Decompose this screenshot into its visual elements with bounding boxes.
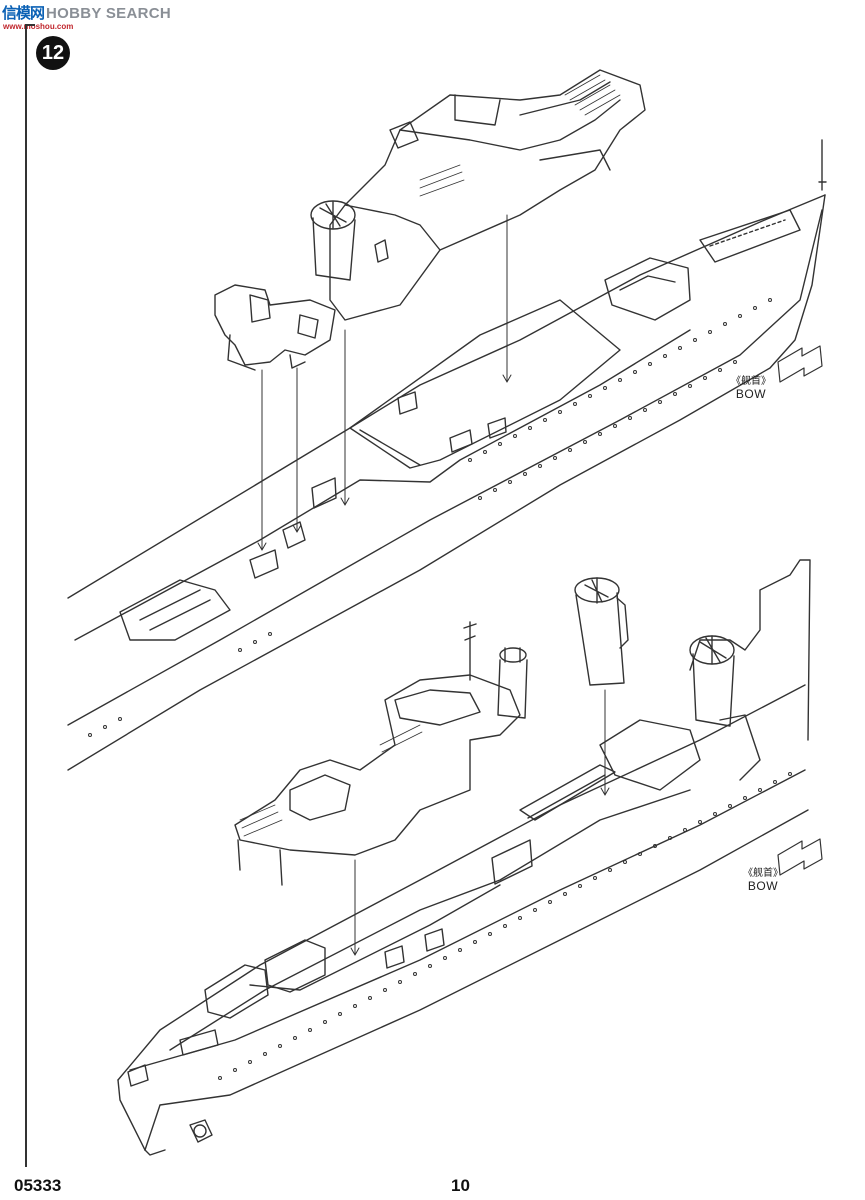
page-frame-left [25, 24, 27, 1167]
top-guide-lines [257, 214, 512, 551]
watermark-logo: 信模网 HOBBY SEARCH [2, 2, 171, 23]
page-number: 10 [451, 1176, 470, 1195]
top-hull [67, 139, 827, 771]
bow-label-top-en: BOW [735, 386, 767, 401]
bottom-guide-lines [350, 689, 610, 956]
top-superstructure [310, 69, 646, 321]
bow-direction-arrow-bottom [777, 838, 823, 876]
bottom-funnel [574, 577, 629, 686]
page-frame-top [25, 24, 35, 26]
bottom-hull [117, 559, 811, 1156]
top-platform [214, 284, 336, 371]
watermark-cn: 信模网 [2, 4, 45, 22]
watermark-en: HOBBY SEARCH [46, 5, 172, 22]
bow-direction-arrow-top [777, 345, 823, 383]
bow-label-bottom-en: BOW [747, 878, 779, 893]
bottom-superstructure [234, 621, 528, 886]
kit-code: 05333 [14, 1176, 62, 1195]
watermark-url: www.moshou.com [3, 22, 74, 31]
bow-label-top-cn: 《舰首》 [731, 376, 771, 387]
bow-label-bottom: 《舰首》 BOW [743, 868, 783, 893]
step-number-badge: 12 [36, 36, 70, 70]
bow-label-top: 《舰首》 BOW [731, 376, 771, 401]
bow-label-bottom-cn: 《舰首》 [743, 868, 783, 879]
